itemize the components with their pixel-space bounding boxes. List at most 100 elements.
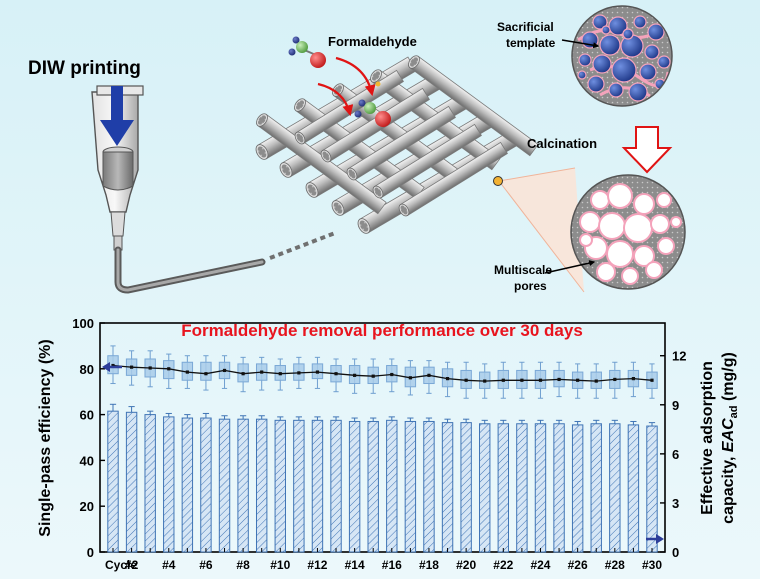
efficiency-bar <box>237 418 249 553</box>
multiscale-pores-micrograph <box>570 174 686 290</box>
x-tick-label: #8 <box>236 558 250 572</box>
eac-mean-point <box>538 378 543 382</box>
adsorption-arrow-icon <box>335 56 376 97</box>
adsorbed-molecule-icon <box>354 81 391 127</box>
diw-printing-label: DIW printing <box>28 58 141 79</box>
x-tick-label: Cycle <box>105 558 137 572</box>
y-tick-label: 60 <box>80 408 94 423</box>
y-axis-label: Single-pass efficiency (%) <box>37 339 54 536</box>
efficiency-bar <box>255 418 268 553</box>
efficiency-bar <box>516 423 528 553</box>
pore <box>621 267 639 285</box>
lattice-rod <box>372 123 482 199</box>
efficiency-bar <box>423 420 435 553</box>
eac-mean-point <box>334 372 338 376</box>
x-tick-label: #6 <box>199 558 213 572</box>
efficiency-bar <box>571 424 584 553</box>
pore <box>579 211 601 233</box>
y2-tick-label: 3 <box>672 496 679 511</box>
pore <box>596 262 616 282</box>
efficiency-bar <box>497 423 510 553</box>
efficiency-bar <box>125 411 138 553</box>
x-tick-label: #28 <box>605 558 625 572</box>
pore <box>656 192 672 208</box>
template-sphere <box>644 44 660 60</box>
template-sphere <box>577 70 587 80</box>
eac-box <box>200 361 212 381</box>
chart-title: Formaldehyde removal performance over 30… <box>181 321 583 340</box>
efficiency-bar <box>404 420 417 553</box>
x-tick-label: #18 <box>419 558 439 572</box>
y2-tick-label: 12 <box>672 349 686 364</box>
template-sphere <box>592 54 612 74</box>
calcination-label: Calcination <box>527 136 597 151</box>
pore <box>590 190 610 210</box>
adsorption-arrow-icon <box>317 82 354 117</box>
y2-tick-label: 0 <box>672 545 679 560</box>
pore <box>670 216 682 228</box>
printed-lattice <box>255 55 539 234</box>
y-tick-label: 20 <box>80 499 94 514</box>
lattice-rod <box>320 87 430 163</box>
eac-mean-point <box>576 378 580 382</box>
pore <box>633 245 655 267</box>
x-tick-label: #22 <box>493 558 513 572</box>
efficiency-bar <box>460 422 472 553</box>
efficiency-bar <box>627 424 640 553</box>
multiscale-pores-label-line2: pores <box>514 279 547 293</box>
template-sphere <box>620 34 644 58</box>
formaldehyde-molecule-icon <box>288 36 326 68</box>
y-tick-label: 80 <box>80 362 94 377</box>
x-tick-label: #30 <box>642 558 662 572</box>
efficiency-bar <box>218 418 231 553</box>
template-sphere <box>633 15 647 29</box>
eac-mean-point <box>557 377 561 382</box>
eac-mean-point <box>222 368 227 373</box>
x-tick-label: #26 <box>568 558 588 572</box>
eac-mean-point <box>260 370 264 374</box>
template-sphere <box>599 34 621 56</box>
template-sphere <box>628 82 648 102</box>
template-sphere <box>578 53 592 67</box>
eac-mean-point <box>278 372 282 376</box>
left-axis-indicator-arrow-icon <box>102 362 122 372</box>
multiscale-pores-label-line1: Multiscale <box>494 263 552 277</box>
eac-mean-point <box>167 367 171 371</box>
pore <box>650 214 670 234</box>
efficiency-bar <box>181 417 194 553</box>
x-axis: Cycle#2#4#6#8#10#12#14#16#18#20#22#24#26… <box>105 548 662 572</box>
eac-mean-point <box>315 370 320 374</box>
y-tick-label: 40 <box>80 453 94 468</box>
template-sphere <box>622 28 634 40</box>
template-sphere <box>647 23 665 41</box>
eac-mean-point <box>204 372 208 376</box>
efficiency-bar <box>348 420 361 553</box>
template-sphere <box>611 57 637 83</box>
efficiency-bar <box>274 419 286 553</box>
right-axis-indicator-arrow-icon <box>646 534 664 544</box>
efficiency-bar <box>609 423 621 553</box>
efficiency-bar <box>163 416 175 553</box>
eac-mean-point <box>501 378 505 382</box>
sacrificial-template-label-line1: Sacrificial <box>497 20 554 34</box>
pore <box>633 193 655 215</box>
eac-mean-point <box>631 377 636 381</box>
pore <box>645 261 663 279</box>
efficiency-bar <box>590 423 602 553</box>
lattice-rod <box>346 105 456 181</box>
eac-mean-point <box>445 377 450 381</box>
plot-frame <box>99 322 666 553</box>
eac-mean-point <box>650 378 654 382</box>
pore <box>657 237 675 255</box>
y2-tick-label: 6 <box>672 447 679 462</box>
eac-mean-point <box>353 373 357 377</box>
zoom-cone <box>499 168 584 292</box>
efficiency-bar <box>107 410 119 553</box>
eac-mean-line <box>112 364 653 382</box>
x-tick-label: #16 <box>382 558 402 572</box>
lattice-rod <box>398 141 508 217</box>
